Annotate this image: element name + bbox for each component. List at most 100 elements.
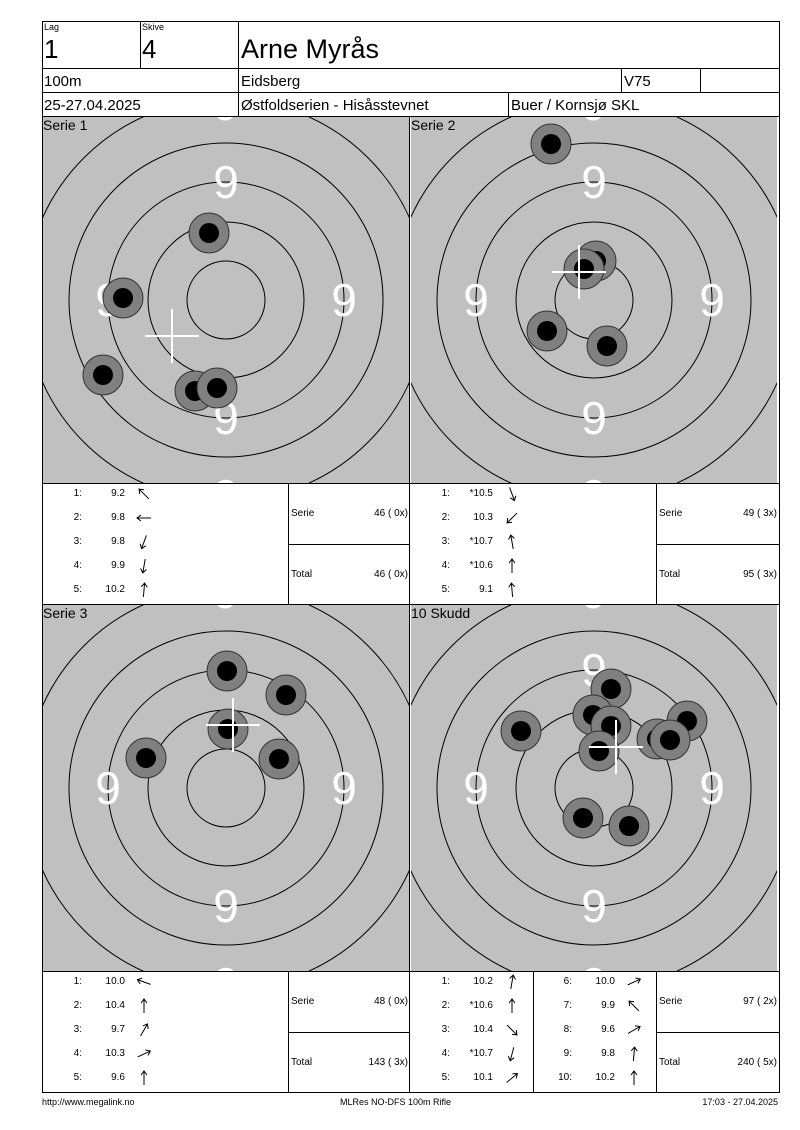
shot-direction (503, 557, 521, 575)
shot-value: 9.2 (111, 488, 125, 499)
shot-value: *10.6 (469, 560, 493, 571)
direction-arrow-icon (627, 977, 642, 986)
shot-center (574, 259, 594, 279)
shot-number: 4: (441, 1048, 450, 1059)
ring-number: 9 (581, 156, 607, 208)
total-label: Total (291, 569, 313, 580)
shot-value: 9.6 (601, 1024, 615, 1035)
shot-direction (135, 557, 153, 575)
footer-timestamp: 17:03 - 27.04.2025 (702, 1097, 778, 1107)
shot-center (660, 730, 680, 750)
shot-center (511, 721, 531, 741)
shot-direction (503, 485, 521, 503)
shot-value: 9.8 (601, 1048, 615, 1059)
shot-direction (503, 973, 521, 991)
shot-value: 9.7 (111, 1024, 125, 1035)
shot-number: 4: (73, 560, 82, 571)
ring-outer (68, 142, 384, 458)
direction-arrow-icon (138, 488, 150, 500)
ring-number: 9 (213, 958, 239, 971)
serie-label: Serie (659, 996, 683, 1007)
target-svg: 999999 (43, 117, 409, 483)
shot-center (199, 223, 219, 243)
direction-arrow-icon (507, 1047, 515, 1062)
club: Eidsberg (241, 73, 301, 90)
shot-direction (135, 533, 153, 551)
total-label: Total (291, 1057, 313, 1068)
ring-number: 9 (213, 156, 239, 208)
shot-center (218, 719, 238, 739)
event: Østfoldserien - Hisåsstevnet (241, 97, 429, 114)
ring-number: 9 (463, 762, 489, 814)
distance: 100m (44, 73, 82, 90)
direction-arrow-icon (628, 1000, 640, 1012)
shot-direction (135, 1021, 153, 1039)
shot-number: 2: (73, 512, 82, 523)
shot-value: 9.8 (111, 512, 125, 523)
shot-number: 3: (441, 1024, 450, 1035)
shot-center (541, 134, 561, 154)
ring-number: 9 (95, 762, 121, 814)
direction-arrow-icon (140, 559, 147, 574)
ring-number: 9 (213, 880, 239, 932)
shot-number: 5: (73, 584, 82, 595)
serie-value: 97 ( 2x) (743, 996, 777, 1007)
shot-value: *10.7 (469, 536, 493, 547)
ring-number: 9 (581, 117, 607, 130)
shot-center (597, 336, 617, 356)
shot-direction (625, 1069, 643, 1087)
ring-number: 9 (331, 762, 357, 814)
direction-arrow-icon (509, 487, 517, 502)
direction-arrow-icon (140, 1023, 149, 1037)
direction-arrow-icon (136, 514, 151, 522)
shot-center (619, 816, 639, 836)
direction-arrow-icon (630, 1046, 638, 1062)
shot-number: 3: (73, 1024, 82, 1035)
shot-center (601, 679, 621, 699)
direction-arrow-icon (508, 582, 516, 598)
total-label: Total (659, 1057, 681, 1068)
target-svg: 999999 (43, 605, 409, 971)
direction-arrow-icon (508, 558, 516, 573)
shot-direction (135, 485, 153, 503)
ring-number: 9 (699, 762, 725, 814)
total-value: 240 ( 5x) (737, 1057, 777, 1068)
serie-value: 49 ( 3x) (743, 508, 777, 519)
ring-outer (436, 142, 752, 458)
ring-number: 9 (581, 392, 607, 444)
shot-number: 10: (558, 1072, 572, 1083)
footer-url[interactable]: http://www.megalink.no (42, 1097, 135, 1107)
shot-direction (135, 581, 153, 599)
shot-number: 8: (563, 1024, 572, 1035)
target-background (411, 117, 777, 483)
venue: Buer / Kornsjø SKL (511, 97, 640, 114)
shot-number: 5: (73, 1072, 82, 1083)
ring-middle (475, 181, 713, 419)
shot-direction (503, 509, 521, 527)
shot-number: 9: (563, 1048, 572, 1059)
shot-number: 5: (441, 584, 450, 595)
shot-value: 9.9 (111, 560, 125, 571)
serie-value: 48 ( 0x) (374, 996, 408, 1007)
lag-value: 1 (44, 34, 59, 64)
shot-number: 2: (73, 1000, 82, 1011)
shot-number: 3: (73, 536, 82, 547)
shot-number: 3: (441, 536, 450, 547)
shot-direction (503, 1021, 521, 1039)
shot-number: 5: (441, 1072, 450, 1083)
ring-outer (68, 630, 384, 946)
shot-value: 9.8 (111, 536, 125, 547)
target-svg: 999999 (411, 117, 777, 483)
shot-value: 10.0 (105, 976, 125, 987)
total-value: 95 ( 3x) (743, 569, 777, 580)
shot-value: *10.7 (469, 1048, 493, 1059)
ring-middle (475, 669, 713, 907)
shooter-name: Arne Myrås (241, 34, 380, 64)
ring-number: 9 (331, 274, 357, 326)
lag-label: Lag (44, 22, 60, 32)
panel-label: Serie 2 (411, 117, 456, 133)
direction-arrow-icon (509, 974, 516, 989)
direction-arrow-icon (506, 512, 518, 524)
